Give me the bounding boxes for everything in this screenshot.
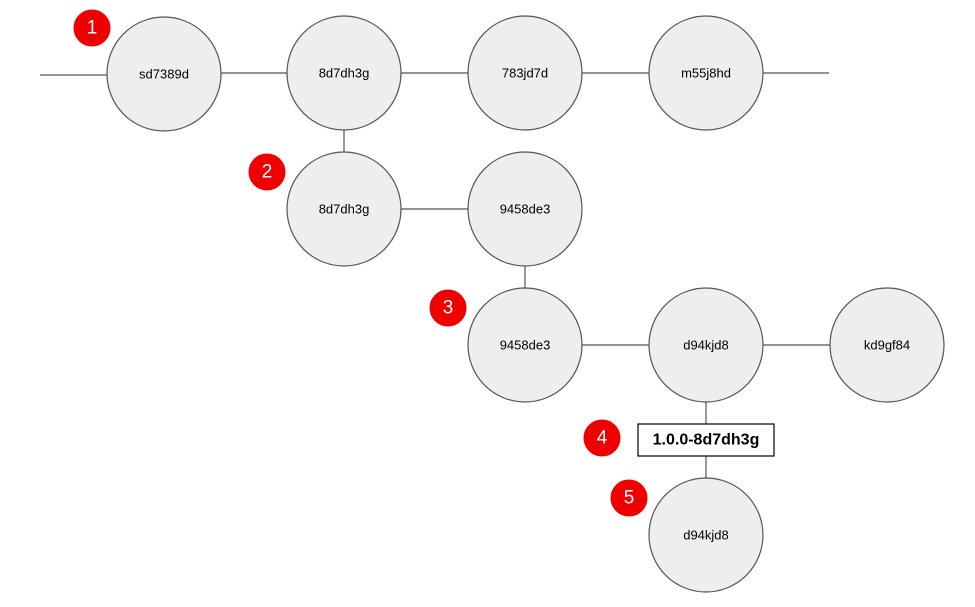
step-badge-2: 2 [247, 152, 287, 192]
step-badge-label: 1 [87, 18, 98, 39]
commit-node-8d7dh3g[interactable]: 8d7dh3g [286, 15, 402, 131]
commit-node-d94kjd8[interactable]: d94kjd8 [648, 287, 764, 403]
commit-label: m55j8hd [681, 66, 731, 81]
step-badge-1: 1 [72, 8, 112, 48]
version-tag-label: 1.0.0-8d7dh3g [653, 432, 760, 449]
commit-node-d94kjd8-tagged[interactable]: d94kjd8 [648, 477, 764, 593]
commit-label: kd9gf84 [864, 338, 910, 353]
commit-node-kd9gf84[interactable]: kd9gf84 [829, 287, 945, 403]
step-badge-4: 4 [582, 418, 622, 458]
commit-label: 9458de3 [500, 338, 551, 353]
commit-node-sd7389d[interactable]: sd7389d [106, 16, 222, 132]
step-badge-label: 2 [262, 162, 273, 183]
step-badge-label: 5 [624, 488, 635, 509]
commit-label: d94kjd8 [683, 528, 729, 543]
commit-label: 8d7dh3g [319, 66, 370, 81]
commit-node-783jd7d[interactable]: 783jd7d [467, 15, 583, 131]
commit-label: 9458de3 [500, 202, 551, 217]
commit-label: sd7389d [139, 67, 189, 82]
commit-label: 783jd7d [502, 66, 548, 81]
commit-node-m55j8hd[interactable]: m55j8hd [648, 15, 764, 131]
commit-label: d94kjd8 [683, 338, 729, 353]
step-badge-3: 3 [428, 288, 468, 328]
step-badge-label: 4 [597, 428, 608, 449]
commit-node-9458de3-branch[interactable]: 9458de3 [467, 287, 583, 403]
commit-label: 8d7dh3g [319, 202, 370, 217]
edges [40, 72, 830, 479]
version-tag-box: 1.0.0-8d7dh3g [637, 423, 775, 457]
step-badge-5: 5 [609, 478, 649, 518]
commit-node-8d7dh3g-branch[interactable]: 8d7dh3g [286, 151, 402, 267]
commit-node-9458de3[interactable]: 9458de3 [467, 151, 583, 267]
step-badge-label: 3 [443, 298, 454, 319]
